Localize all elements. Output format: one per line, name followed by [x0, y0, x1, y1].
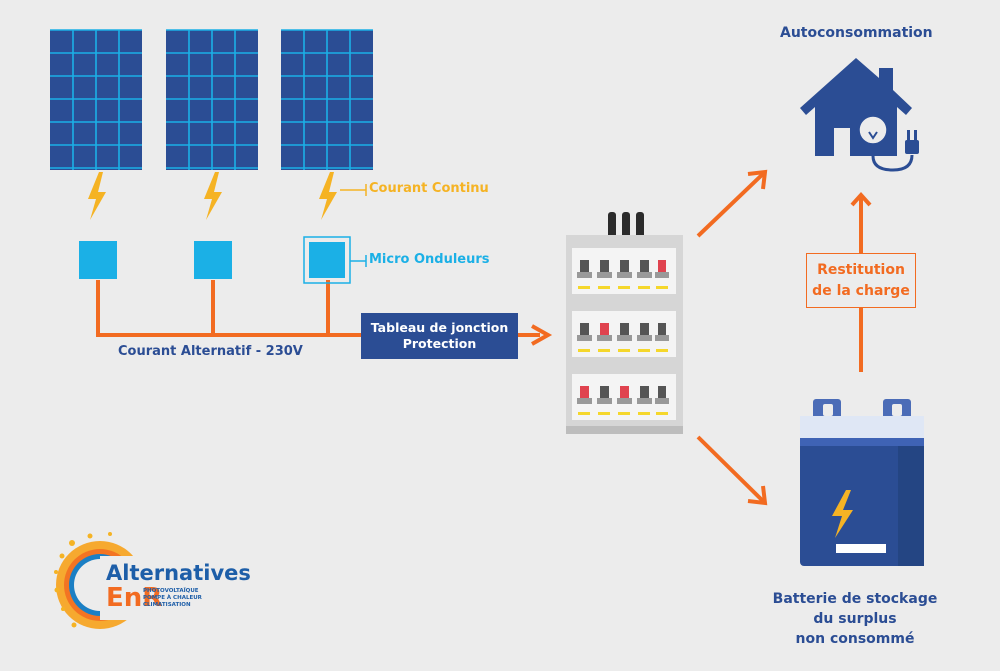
logo-tagline: PHOTOVOLTAÏQUE POMPE À CHALEUR CLIMATISA… — [143, 588, 202, 609]
dc-pointer — [340, 184, 367, 196]
solar-panel-icon — [166, 29, 258, 170]
micro-inverter-icon — [194, 241, 232, 279]
logo-sun-icon — [54, 532, 160, 629]
logo-tagline3: CLIMATISATION — [143, 602, 191, 608]
logo-line2: EnR — [106, 583, 163, 613]
tableau-line2: Protection — [402, 336, 477, 351]
arrow-to-panel — [531, 324, 553, 346]
lightning-bolt-icon — [204, 172, 222, 220]
logo-tagline1: PHOTOVOLTAÏQUE — [143, 588, 199, 594]
label-courant-continu: Courant Continu — [369, 181, 489, 196]
restitution-line2: de la charge — [812, 282, 910, 299]
battery-icon — [800, 399, 924, 566]
power-plug-icon — [871, 130, 919, 172]
label-micro-onduleurs: Micro Onduleurs — [369, 252, 490, 267]
restitution-line1: Restitution — [817, 261, 905, 278]
batterie-line1: Batterie de stockage — [772, 591, 938, 607]
house-door — [834, 128, 850, 156]
arrow-to-battery — [696, 435, 768, 506]
lightning-bolt-icon — [319, 172, 337, 220]
batterie-line3: non consommé — [795, 631, 915, 647]
solar-panel-icon — [50, 29, 142, 170]
label-courant-alternatif: Courant Alternatif - 230V — [118, 344, 303, 359]
micro-pointer — [350, 255, 367, 267]
lightning-bolt-icon — [88, 172, 106, 220]
solar-panel-icon — [281, 29, 373, 170]
label-autoconsommation: Autoconsommation — [780, 25, 933, 41]
electrical-panel-icon — [566, 212, 683, 434]
label-batterie: Batterie de stockage du surplus non cons… — [760, 589, 950, 649]
micro-inverter-icon — [303, 236, 351, 284]
tableau-line1: Tableau de jonction — [370, 320, 509, 335]
logo-tagline2: POMPE À CHALEUR — [143, 595, 202, 601]
restitution-box: Restitution de la charge — [806, 253, 916, 308]
micro-inverter-icon — [79, 241, 117, 279]
light-bulb-icon — [856, 113, 890, 155]
batterie-line2: du surplus — [813, 611, 897, 627]
arrow-to-house — [696, 169, 768, 238]
logo-line1: Alternatives — [106, 561, 251, 585]
house-icon — [800, 58, 912, 156]
tableau-jonction-box: Tableau de jonction Protection — [361, 313, 518, 359]
